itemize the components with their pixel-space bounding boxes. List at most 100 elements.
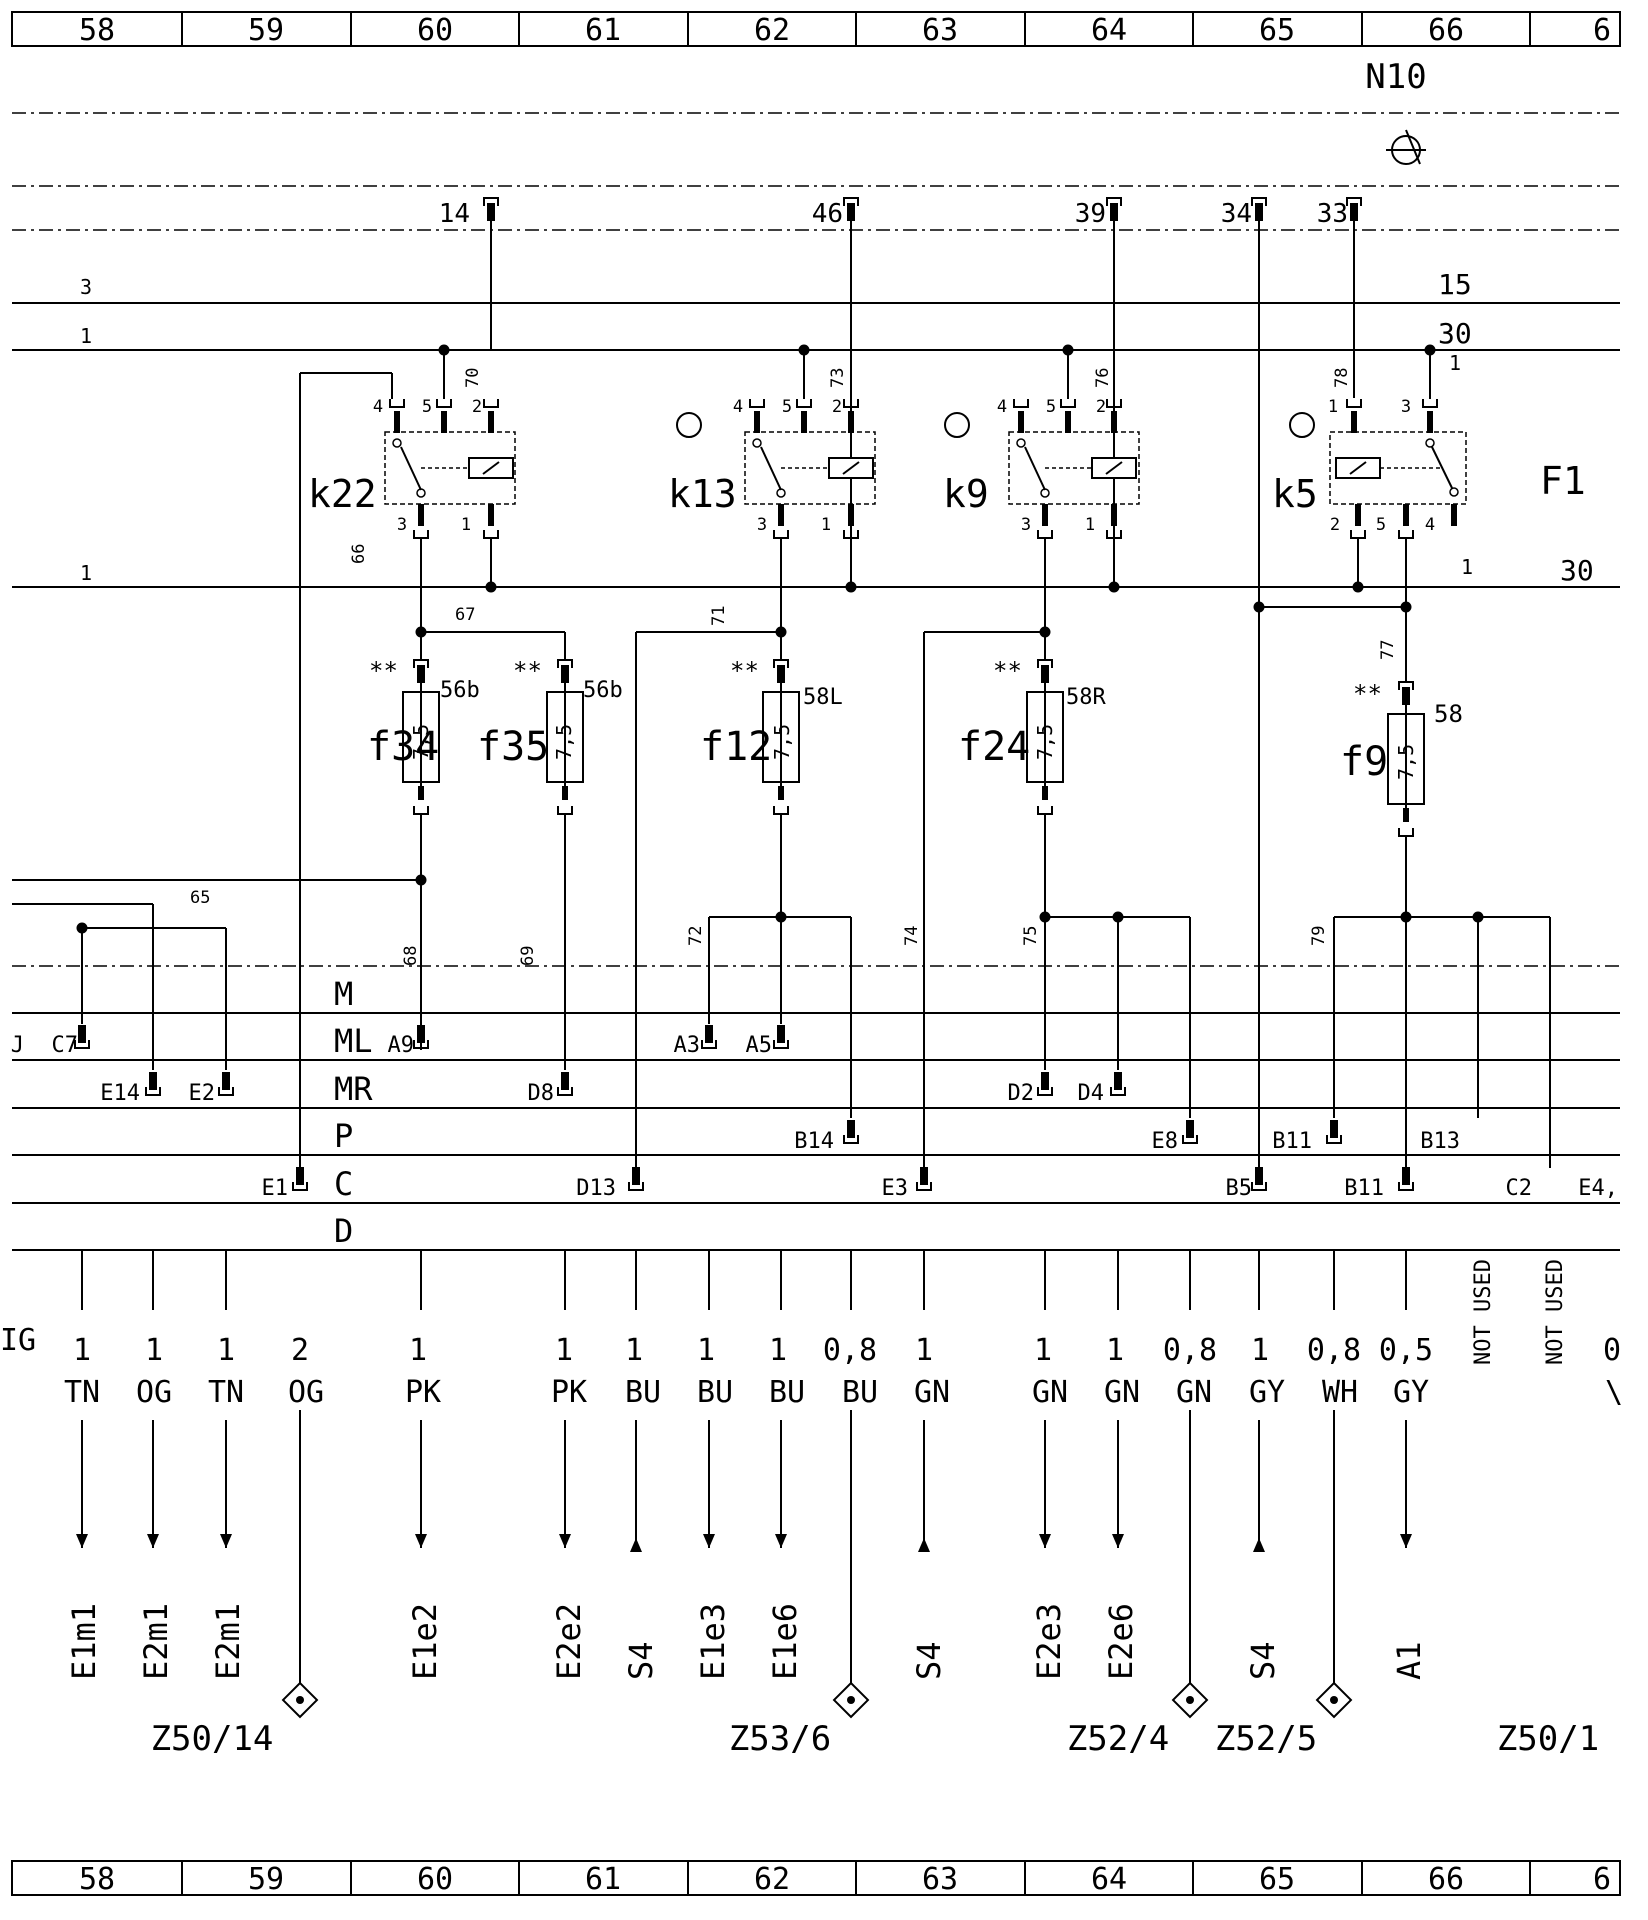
- k5-pin-4: 4: [1425, 515, 1435, 535]
- fuse-f34-label: f34: [367, 724, 439, 770]
- wire-size-5: 1: [409, 1333, 427, 1368]
- k9-pin-2: 2: [1096, 397, 1106, 417]
- k5-bottom-pin-label: 1: [1461, 555, 1473, 579]
- wire-color-9: BU: [769, 1375, 805, 1410]
- terminal-bracket: [773, 806, 789, 815]
- relay-pin: [1111, 411, 1117, 433]
- wire-78: 78: [1332, 368, 1352, 388]
- wire-size-2: 1: [145, 1333, 163, 1368]
- terminal-pin: [1350, 203, 1358, 221]
- terminal-bracket: [1037, 806, 1053, 815]
- pin-d2: D2: [1008, 1081, 1035, 1106]
- terminal-pin: [487, 203, 495, 221]
- k9-pin-4: 4: [997, 397, 1007, 417]
- arrow-down-icon: [415, 1534, 427, 1548]
- relay-k5-label: k5: [1272, 472, 1318, 516]
- terminal-bracket: [1110, 1087, 1126, 1096]
- terminal-pin: [561, 1072, 569, 1090]
- k22-pin-1: 1: [461, 515, 471, 535]
- pin-d13: D13: [576, 1176, 616, 1201]
- junction-dot: [775, 626, 787, 638]
- terminal-pin: [777, 665, 785, 683]
- switch-contact: [1016, 438, 1026, 448]
- pin-e4: E4,: [1578, 1176, 1618, 1201]
- wire-size-3: 1: [217, 1333, 235, 1368]
- terminal-pin: [920, 1167, 928, 1185]
- terminal-bracket: [1398, 828, 1414, 837]
- dest-e2e6: E2e6: [1102, 1603, 1140, 1680]
- k5-pin-3: 3: [1401, 397, 1411, 417]
- junction-dot: [1039, 626, 1051, 638]
- junction-dot: [1472, 911, 1484, 923]
- wire-color-2: OG: [136, 1375, 172, 1410]
- top-connector-46: 46: [812, 199, 843, 229]
- dest-e1e3: E1e3: [694, 1603, 732, 1680]
- k9-pin-3: 3: [1021, 515, 1031, 535]
- ground-diamond-icon: [281, 1681, 319, 1719]
- fuse-f9-label: f9: [1340, 739, 1388, 785]
- terminal-bracket: [1037, 1087, 1053, 1096]
- wire-color-13: GN: [1104, 1375, 1140, 1410]
- k5-top-pin-label: 1: [1449, 351, 1461, 375]
- terminal-bracket: [413, 1040, 429, 1049]
- wire-79: 79: [1309, 926, 1329, 946]
- relay-pin: [1355, 504, 1361, 526]
- terminal-pin: [1114, 1072, 1122, 1090]
- wire-color-7: BU: [625, 1375, 661, 1410]
- wire-size-4: 2: [291, 1333, 309, 1368]
- relay-pin: [394, 411, 400, 433]
- fuse-f34-term: 56b: [440, 678, 480, 703]
- wire-color-3: TN: [208, 1375, 244, 1410]
- relay-pin: [1427, 411, 1433, 433]
- arrow-down-icon: [1112, 1534, 1124, 1548]
- terminal-pin: [1403, 808, 1409, 822]
- terminal-pin: [1042, 786, 1048, 800]
- ruler-bottom-63: 63: [922, 1862, 958, 1897]
- junction-dot: [1112, 911, 1124, 923]
- ruler-bottom-64: 64: [1091, 1862, 1127, 1897]
- ruler-top-60: 60: [417, 13, 453, 48]
- ruler-bottom-62: 62: [754, 1862, 790, 1897]
- pin-a3: A3: [674, 1033, 701, 1058]
- terminal-pin: [705, 1025, 713, 1043]
- bus-1b-left-label: 1: [80, 561, 92, 585]
- fuse-f35-term: 56b: [583, 678, 623, 703]
- bus-30b-right-label: 30: [1560, 554, 1594, 587]
- row-label-ml: ML: [334, 1022, 373, 1060]
- relay-pin: [1111, 504, 1117, 526]
- relay-pin: [848, 411, 854, 433]
- pin-a5: A5: [746, 1033, 773, 1058]
- terminal-pin: [1110, 203, 1118, 221]
- terminal-bracket: [292, 1182, 308, 1191]
- k22-pin-5: 5: [422, 397, 432, 417]
- ground-z50-14: Z50/14: [151, 1719, 274, 1759]
- switch-contact: [752, 438, 762, 448]
- not-used-1: NOT USED: [1471, 1259, 1496, 1365]
- wire-size-1: 1: [73, 1333, 91, 1368]
- dest-e1e2: E1e2: [406, 1603, 444, 1680]
- switch-blade: [1024, 446, 1046, 491]
- relay-pin: [754, 411, 760, 433]
- terminal-bracket: [145, 1087, 161, 1096]
- switch-contact: [416, 488, 426, 498]
- ground-dot-icon: [847, 1696, 855, 1704]
- k9-pin-5: 5: [1046, 397, 1056, 417]
- wire-74: 74: [902, 926, 922, 946]
- relay-pin-bracket: [1106, 530, 1122, 539]
- top-connector-14: 14: [439, 199, 470, 229]
- relay-pin: [778, 504, 784, 526]
- relay-box: [1329, 431, 1467, 505]
- terminal-bracket: [413, 659, 429, 668]
- ruler-bottom-60: 60: [417, 1862, 453, 1897]
- wire-75: 75: [1021, 926, 1041, 946]
- wire-size-8: 1: [697, 1333, 715, 1368]
- pin-d8: D8: [528, 1081, 555, 1106]
- arrow-down-icon: [703, 1534, 715, 1548]
- pin-e1: E1: [262, 1176, 289, 1201]
- k5-pin-5: 5: [1376, 515, 1386, 535]
- switch-blade: [1431, 446, 1453, 489]
- terminal-pin: [417, 1025, 425, 1043]
- terminal-pin: [562, 786, 568, 800]
- relay-box: [744, 431, 876, 505]
- terminal-pin: [1402, 1167, 1410, 1185]
